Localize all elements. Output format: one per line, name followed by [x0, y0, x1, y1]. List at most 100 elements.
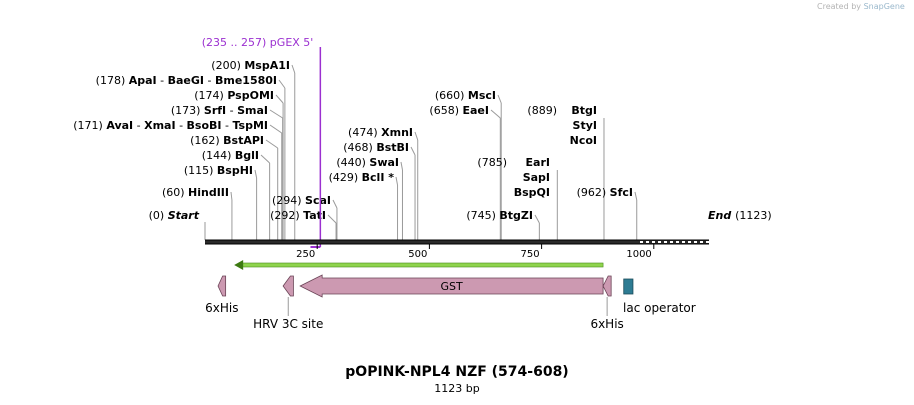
enzyme-leader — [395, 176, 399, 186]
enzyme-name: EarI — [526, 156, 550, 169]
enzyme-leader — [260, 154, 270, 164]
enzyme-position: (785) — [477, 156, 507, 169]
enzyme-position: (440) — [336, 156, 369, 169]
enzyme-site-bgli: (144) BglI — [202, 149, 271, 240]
enzyme-position: (660) — [435, 89, 468, 102]
enzyme-name: PspOMI — [227, 89, 274, 102]
enzyme-name: XmnI — [381, 126, 413, 139]
enzyme-position: (115) — [184, 164, 217, 177]
ruler-label: 250 — [296, 249, 315, 260]
enzyme-label: (174) PspOMI — [194, 89, 274, 102]
enzyme-position: (429) — [329, 171, 362, 184]
backbone-dash — [670, 241, 673, 243]
enzyme-position: (474) — [348, 126, 381, 139]
enzyme-leader — [332, 199, 338, 209]
backbone-dash — [658, 241, 661, 243]
backbone-dash — [706, 241, 709, 243]
enzyme-label: (468) BstBI — [343, 141, 409, 154]
enzyme-site-bstbi: (468) BstBI — [343, 141, 416, 240]
enzyme-position: (658) — [429, 104, 462, 117]
ruler-label: 1000 — [626, 249, 651, 260]
feature-6xhis: 6xHis — [590, 275, 624, 331]
feature-arrow — [217, 275, 227, 297]
enzyme-label: (745) BtgZI — [466, 209, 533, 222]
enzyme-name: BtgI — [571, 104, 597, 117]
enzyme-leader — [634, 191, 638, 201]
enzyme-label: (962) SfcI — [577, 186, 633, 199]
enzyme-label: (200) MspA1I — [211, 59, 290, 72]
enzyme-name: BclI * — [362, 171, 395, 184]
enzyme-position: (889) — [527, 104, 557, 117]
feature-label: lac operator — [623, 301, 696, 315]
enzyme-name: ApaI — [129, 74, 157, 87]
enzyme-site-scai: (294) ScaI — [272, 194, 338, 240]
start-label: (0) Start — [149, 209, 200, 222]
ruler-label: 750 — [521, 249, 540, 260]
enzyme-position: (60) — [162, 186, 188, 199]
backbone-dash — [700, 241, 703, 243]
enzyme-label: (658) EaeI — [429, 104, 489, 117]
enzyme-label: (60) HindIII — [162, 186, 229, 199]
enzyme-site-sfci: (962) SfcI — [577, 186, 638, 240]
enzyme-name: BaeGI — [168, 74, 204, 87]
enzyme-name: SfcI — [610, 186, 633, 199]
enzyme-name: TatI — [303, 209, 326, 222]
enzyme-leader — [534, 214, 540, 224]
enzyme-position: (173) — [171, 104, 204, 117]
enzyme-site-msci: (660) MscI — [435, 89, 502, 240]
enzyme-position: (294) — [272, 194, 305, 207]
enzyme-name: SrfI — [204, 104, 226, 117]
sequence-map: (60) HindIII(115) BspHI(144) BglI(162) B… — [73, 36, 772, 331]
enzyme-position: (171) — [73, 119, 106, 132]
enzyme-site-bstapi: (162) BstAPI — [190, 134, 279, 240]
enzyme-name: MscI — [468, 89, 496, 102]
orf-arrow — [234, 260, 604, 270]
backbone-dash — [682, 241, 685, 243]
enzyme-label: (440) SwaI — [336, 156, 399, 169]
feature-label: 6xHis — [205, 301, 238, 315]
enzyme-name: BspQI — [514, 186, 550, 199]
snapgene-brand: SnapGene — [863, 2, 905, 11]
enzyme-label: (162) BstAPI — [190, 134, 264, 147]
feature-lac-operator: lac operator — [623, 278, 696, 315]
sequence-backbone — [205, 240, 709, 244]
start-text: (0) Start — [149, 209, 200, 222]
feature-box — [623, 278, 634, 295]
enzyme-name: BspHI — [217, 164, 253, 177]
backbone-dash — [652, 241, 655, 243]
enzyme-position: (200) — [211, 59, 244, 72]
backbone-dash — [664, 241, 667, 243]
enzyme-leader — [400, 161, 403, 171]
primer-pgex5: (235 .. 257) pGEX 5' — [202, 36, 322, 248]
enzyme-leader — [291, 64, 296, 74]
feature-label: 6xHis — [590, 317, 623, 331]
enzyme-position: (174) — [194, 89, 227, 102]
enzyme-site-btgzi: (745) BtgZI — [466, 209, 540, 240]
created-by-credit: Created by SnapGene — [817, 2, 905, 11]
enzyme-name: BsoBI — [187, 119, 222, 132]
enzyme-position: (468) — [343, 141, 376, 154]
end-text: End (1123) — [708, 209, 772, 222]
plasmid-length: 1123 bp — [434, 382, 480, 395]
feature-label: HRV 3C site — [253, 317, 323, 331]
enzyme-name: XmaI — [144, 119, 175, 132]
feature-hrv-3c-site: HRV 3C site — [253, 275, 323, 331]
enzyme-position: (162) — [190, 134, 223, 147]
enzyme-site-hindiii: (60) HindIII — [162, 186, 233, 240]
enzyme-name: SwaI — [369, 156, 399, 169]
enzyme-leader — [278, 79, 286, 89]
feature-gst: GST — [299, 274, 604, 298]
feature-arrow — [282, 275, 294, 297]
enzyme-name: BstBI — [376, 141, 409, 154]
enzyme-site-bcli: (429) BclI * — [329, 171, 399, 240]
feature-arrow — [602, 275, 612, 297]
enzyme-position: (144) — [202, 149, 235, 162]
enzyme-site-avai: (171) AvaI - XmaI - BsoBI - TspMI — [73, 119, 283, 240]
ruler-label: 500 — [408, 249, 427, 260]
enzyme-site-bsphi: (115) BspHI — [184, 164, 258, 240]
enzyme-leader — [275, 94, 284, 104]
enzyme-label: (660) MscI — [435, 89, 496, 102]
enzyme-leader — [254, 169, 258, 179]
enzyme-leader — [265, 139, 278, 149]
